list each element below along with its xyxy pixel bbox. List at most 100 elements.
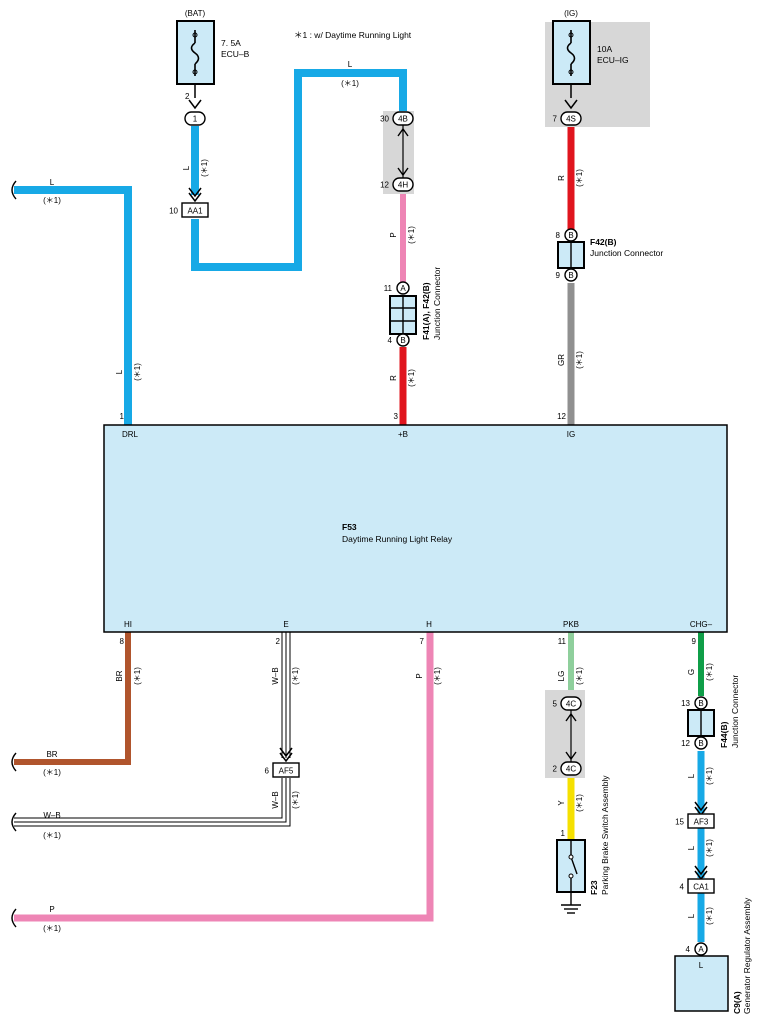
- f44-code: F44(B): [719, 721, 729, 748]
- drl-wire-star: (＊1): [133, 363, 142, 381]
- ig-r-wire-color: R: [557, 175, 566, 181]
- relay-pin-e-name: E: [283, 620, 288, 629]
- h-pink-wire: [14, 632, 434, 922]
- bat-source-label: (BAT): [185, 9, 206, 18]
- offpage-br-color: BR: [46, 750, 57, 759]
- r-lower-wire-star: (＊1): [407, 369, 416, 387]
- f42-junction-connector: [557, 241, 585, 269]
- ig-arrow-icon: [564, 99, 578, 110]
- aa1-double-arrow-icon: [188, 187, 202, 203]
- relay-pin-pkb-name: PKB: [563, 620, 579, 629]
- e-wire-color: W–B: [271, 667, 280, 684]
- relay-pin-hi-num: 8: [120, 637, 125, 646]
- ig-source-label: (IG): [564, 9, 578, 18]
- top-wire-star: (＊1): [341, 79, 359, 88]
- h-wire-star: (＊1): [433, 667, 442, 685]
- ig-gr-wire-color: GR: [557, 354, 566, 366]
- bat-connector: [184, 111, 206, 126]
- relay-pin-pkb-num: 11: [558, 637, 567, 646]
- junction-4c-arrow-icon: [565, 712, 577, 761]
- parking-brake-switch: [556, 839, 586, 893]
- offpage-p-star: (＊1): [43, 924, 61, 933]
- f42-terminal-bottom-label: B: [568, 271, 573, 280]
- af3-label: AF3: [694, 818, 709, 827]
- connector-4b-pin: 30: [380, 115, 389, 124]
- f41-terminal-a-label: A: [400, 284, 406, 293]
- f44-junction-connector: [687, 709, 715, 737]
- connector-4c-bottom-label: 4C: [566, 765, 576, 774]
- relay-pin-ig-name: IG: [567, 430, 575, 439]
- switch-code: F23: [589, 880, 599, 895]
- g-wire-star: (＊1): [705, 663, 714, 681]
- connector-4h-pin: 12: [380, 181, 389, 190]
- af5-label: AF5: [279, 767, 294, 776]
- e2-wire-color: W–B: [271, 791, 280, 808]
- f42-code: F42(B): [590, 237, 617, 247]
- connector-4c-bottom-pin: 2: [553, 765, 558, 774]
- af3-pin: 15: [675, 818, 684, 827]
- ca1-label: CA1: [693, 883, 709, 892]
- top-wire-color: L: [348, 60, 353, 69]
- f44-terminal-bottom: [694, 736, 708, 750]
- f41-pin-bottom: 4: [388, 336, 393, 345]
- bat-fuse-rating: 7. 5A: [221, 38, 241, 48]
- hi-wire-color: BR: [115, 670, 124, 681]
- bat-fuse: [176, 20, 215, 85]
- f41-junction-connector: [389, 295, 417, 335]
- offpage-p-color: P: [49, 905, 54, 914]
- f41-terminal-a: [396, 281, 410, 295]
- aa1-label: AA1: [187, 207, 203, 216]
- relay-pin-h-name: H: [426, 620, 432, 629]
- switch-name: Parking Brake Switch Assembly: [600, 775, 610, 895]
- p-upper-wire-color: P: [389, 232, 398, 237]
- f41-code: F41(A), F42(B): [421, 282, 431, 340]
- offpage-l-bracket-icon: [11, 180, 17, 200]
- bat-arrow-icon: [188, 99, 202, 110]
- af3-connector: [687, 813, 715, 829]
- connector-4c-top-pin: 5: [553, 700, 558, 709]
- g-wire-color: G: [687, 669, 696, 675]
- f44-pin-top: 13: [681, 699, 690, 708]
- f44-name: Junction Connector: [730, 675, 740, 748]
- offpage-br-bracket-icon: [11, 752, 17, 772]
- offpage-l-star: (＊1): [43, 196, 61, 205]
- f41-name: Junction Connector: [432, 267, 442, 340]
- note-daytime-running-light: ＊1 : w/ Daytime Running Light: [294, 30, 412, 40]
- l3-wire-star: (＊1): [705, 907, 714, 925]
- relay-body: [103, 424, 728, 633]
- relay-pin-plus-b-name: +B: [398, 430, 408, 439]
- af5-connector: [272, 762, 300, 778]
- relay-pin-drl-name: DRL: [122, 430, 139, 439]
- ig-r-wire-star: (＊1): [575, 169, 584, 187]
- af5-pin: 6: [265, 767, 270, 776]
- bat-fuse-name: ECU–B: [221, 49, 250, 59]
- bat-connector-label: 1: [193, 115, 198, 124]
- connector-4b-label: 4B: [398, 115, 408, 124]
- af5-double-arrow-icon: [279, 747, 293, 763]
- ig-fuse: [552, 20, 591, 85]
- l2-wire-star: (＊1): [705, 839, 714, 857]
- r-lower-wire-color: R: [389, 375, 398, 381]
- relay-pin-h-num: 7: [420, 637, 425, 646]
- connector-4h: [392, 177, 414, 192]
- lg-wire-star: (＊1): [575, 667, 584, 685]
- relay-pin-drl-num: 1: [120, 412, 125, 421]
- lg-wire-color: LG: [557, 671, 566, 682]
- l2-wire-color: L: [687, 845, 696, 850]
- offpage-br-star: (＊1): [43, 768, 61, 777]
- relay-code: F53: [342, 522, 357, 532]
- ca1-connector: [687, 878, 715, 894]
- h-wire-color: P: [415, 673, 424, 678]
- offpage-p-bracket-icon: [11, 908, 17, 928]
- drl-wire: [14, 186, 132, 425]
- bat-wire-color: L: [182, 165, 191, 170]
- generator-pin: 4: [686, 945, 691, 954]
- aa1-pin: 10: [169, 207, 178, 216]
- junction-4b-4h-arrow-icon: [397, 127, 409, 177]
- connector-4c-bottom: [560, 761, 582, 776]
- generator-terminal-a-label: A: [698, 945, 704, 954]
- ig-fuse-rating: 10A: [597, 44, 612, 54]
- offpage-l-color: L: [50, 178, 55, 187]
- generator-terminal-a: [694, 942, 708, 956]
